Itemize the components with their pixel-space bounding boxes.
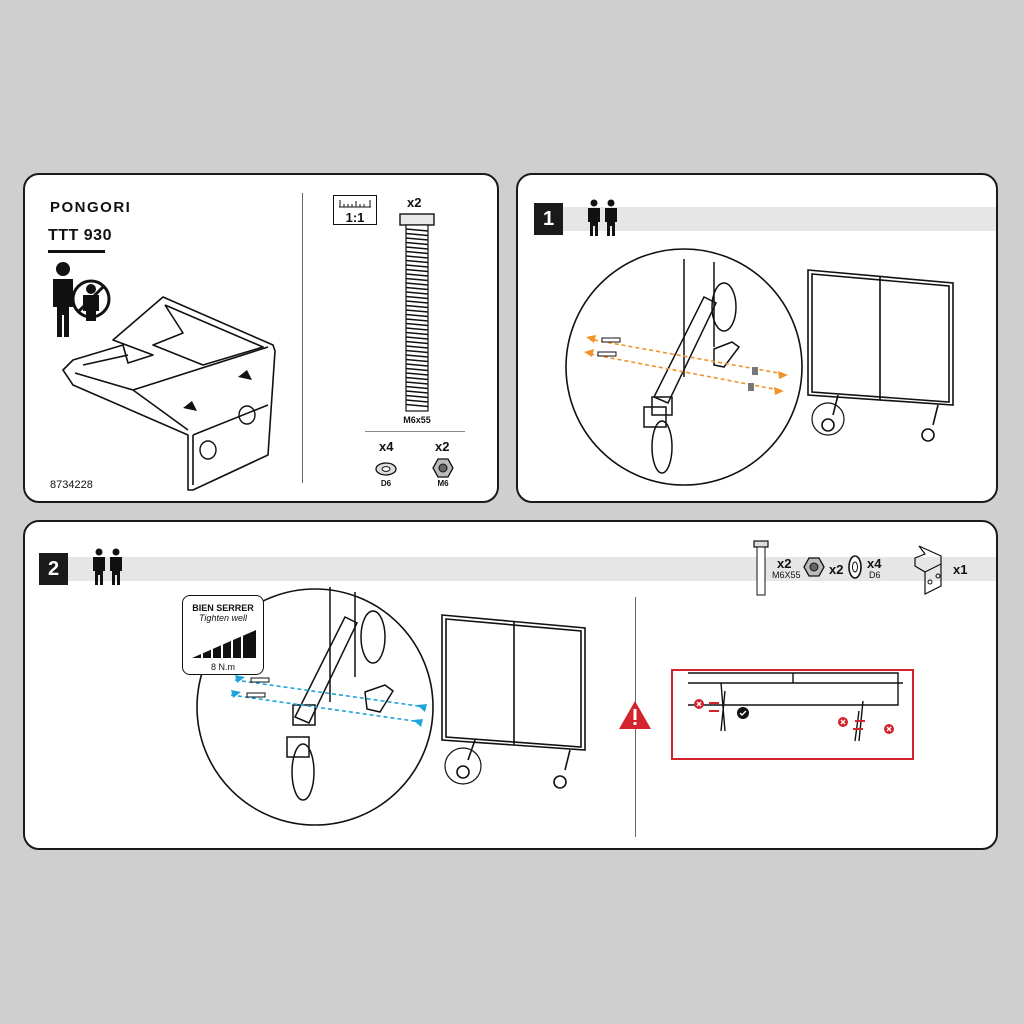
screw-thread: [405, 349, 429, 354]
screw-thread: [405, 385, 429, 390]
step1-panel: 1: [516, 173, 998, 503]
step2-panel: 2 x2 M6X55 x2 x4 D6 x1: [23, 520, 998, 850]
screw-thread: [405, 300, 429, 304]
screw-thread: [405, 345, 429, 349]
parts-screw-size: M6X55: [772, 570, 801, 580]
torque-gauge-icon: [192, 630, 256, 658]
screw-thread: [405, 313, 429, 318]
washer-icon: [375, 462, 397, 476]
nut-small-icon: [803, 557, 825, 577]
screw-thread: [405, 273, 429, 277]
screw-thread: [405, 336, 429, 340]
parts-bracket-quantity: x1: [953, 562, 968, 577]
warning-triangle-icon: [619, 701, 651, 729]
step1-number: 1: [534, 203, 563, 235]
torque-subtitle: Tighten well: [199, 613, 247, 623]
vertical-divider: [302, 193, 303, 483]
washer-quantity: x4: [379, 439, 394, 454]
screw-thread: [405, 367, 429, 372]
model-name: TTT 930: [48, 227, 112, 244]
screw-thread: [405, 255, 429, 259]
screw-thread: [405, 376, 429, 381]
screw-thread: [405, 250, 429, 255]
torque-value: 8 N.m: [210, 662, 235, 672]
screw-thread: [405, 286, 429, 291]
torque-callout: BIEN SERRER Tighten well 8 N.m: [182, 595, 264, 675]
bracket-small-icon: [914, 545, 942, 595]
screw-thread: [405, 322, 429, 327]
screw-thread: [405, 246, 429, 250]
torque-title: BIEN SERRER: [192, 603, 254, 613]
screw-quantity: x2: [407, 195, 422, 210]
screw-thread: [405, 304, 429, 309]
parts-nut-quantity: x2: [829, 562, 844, 577]
screw-thread: [405, 381, 429, 385]
screw-thread: [405, 268, 429, 273]
warning-box: [671, 669, 914, 760]
screw-thread: [405, 282, 429, 286]
parts-divider: [365, 431, 465, 432]
reference-number: 8734228: [50, 479, 93, 491]
two-adults-no-child-icon: [53, 262, 111, 337]
screw-thread: [405, 399, 429, 403]
screw-thread: [405, 372, 429, 376]
screw-small-icon: [753, 540, 769, 596]
brand-name: PONGORI: [50, 199, 132, 216]
scale-box: 1:1: [333, 195, 377, 225]
washer-size: D6: [380, 479, 392, 488]
table-folded-illustration: [441, 614, 586, 789]
people-count: x2: [58, 281, 71, 293]
screw-thread: [405, 237, 429, 241]
table-folded-illustration: [807, 269, 954, 442]
screw-thread: [405, 228, 429, 232]
screw-thread: [405, 291, 429, 295]
step2-header-bar: [65, 557, 996, 581]
two-people-icon: [93, 548, 122, 585]
screw-thread: [405, 259, 429, 264]
screw-thread: [405, 331, 429, 336]
screw-thread: [405, 318, 429, 322]
screw-thread: [405, 327, 429, 331]
parts-washer-size: D6: [869, 570, 881, 580]
screw-thread: [405, 295, 429, 300]
parts-washer-quantity: x4: [867, 556, 882, 571]
intro-panel: PONGORI TTT 930 x2 8734228: [23, 173, 499, 503]
screw-thread: [405, 309, 429, 313]
bracket-illustration: [62, 296, 276, 491]
nut-icon: [432, 458, 454, 478]
nut-size: M6: [437, 479, 449, 488]
screw-thread: [405, 354, 429, 358]
screw-thread: [405, 232, 429, 237]
screw-thread: [405, 403, 429, 408]
screw-thread: [405, 394, 429, 399]
screw-icon: [399, 213, 435, 412]
screw-thread: [405, 277, 429, 282]
step2-number: 2: [39, 553, 68, 585]
screw-thread: [405, 264, 429, 268]
two-people-icon: [588, 199, 617, 236]
step1-header-bar: [558, 207, 996, 231]
screw-thread: [405, 358, 429, 363]
screw-size: M6x55: [403, 415, 431, 425]
leg-assembly-zoom-illustration: [565, 248, 803, 486]
correct-vs-wrong-orientation-illustration: [688, 672, 903, 742]
screw-thread: [405, 241, 429, 246]
nut-quantity: x2: [435, 439, 450, 454]
scale-label: 1:1: [345, 210, 365, 225]
parts-screw-quantity: x2: [777, 556, 792, 571]
washer-small-icon: [848, 555, 862, 579]
screw-thread: [405, 363, 429, 367]
screw-thread: [405, 390, 429, 394]
screw-thread: [405, 340, 429, 345]
ruler-icon: [339, 200, 371, 208]
model-underline: [48, 250, 105, 253]
